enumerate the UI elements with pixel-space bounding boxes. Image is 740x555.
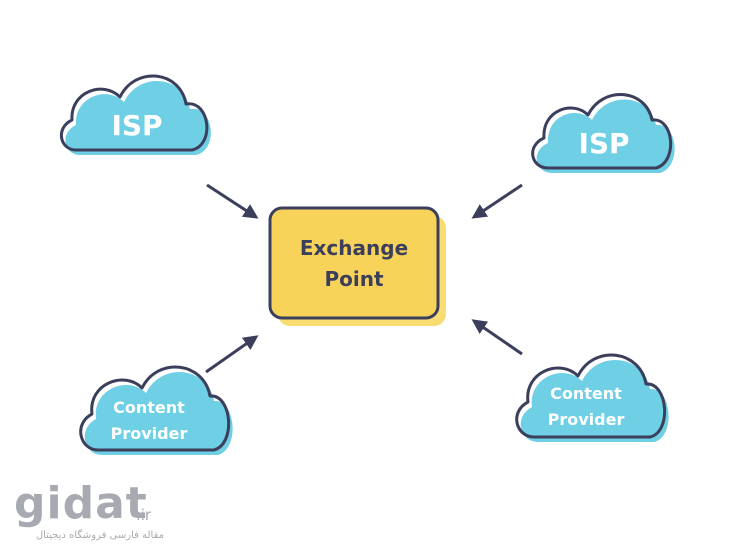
cloud-shape [84,371,233,455]
arrow-from-isp-top-right [471,183,523,219]
isp-cloud-top-left: ISP [60,74,211,155]
hub-fill [268,206,440,320]
content-label: Content [113,398,185,417]
cloud-outline [60,74,209,152]
isp-label: ISP [111,109,162,142]
exchange-label: Exchange [300,236,408,260]
arrow-from-isp-top-left [206,183,259,219]
provider-label: Provider [548,410,625,429]
gidat-watermark: gidat .ir مقاله فارسی فروشگاه دیجیتال [14,482,164,546]
watermark-tagline: مقاله فارسی فروشگاه دیجیتال [35,530,164,541]
arrow-from-content-provider-left [205,335,259,374]
watermark-tld: .ir [136,506,152,524]
isp-label: ISP [578,127,629,160]
isp-cloud-top-right: ISP [531,93,675,173]
cloud-outline [79,365,230,452]
point-label: Point [324,267,383,291]
content-provider-cloud-left: Content Provider [79,365,233,455]
cloud-shape [65,80,211,155]
cloud-shape [536,99,675,173]
cloud-outline [531,93,672,170]
content-provider-cloud-right: Content Provider [515,353,669,442]
content-label: Content [550,384,622,403]
cloud-shape [520,359,669,442]
provider-label: Provider [111,424,188,443]
cloud-outline [515,353,666,439]
exchange-point-box: Exchange Point [268,206,446,326]
watermark-brand: gidat [14,478,148,529]
arrow-from-content-provider-right [471,319,523,356]
